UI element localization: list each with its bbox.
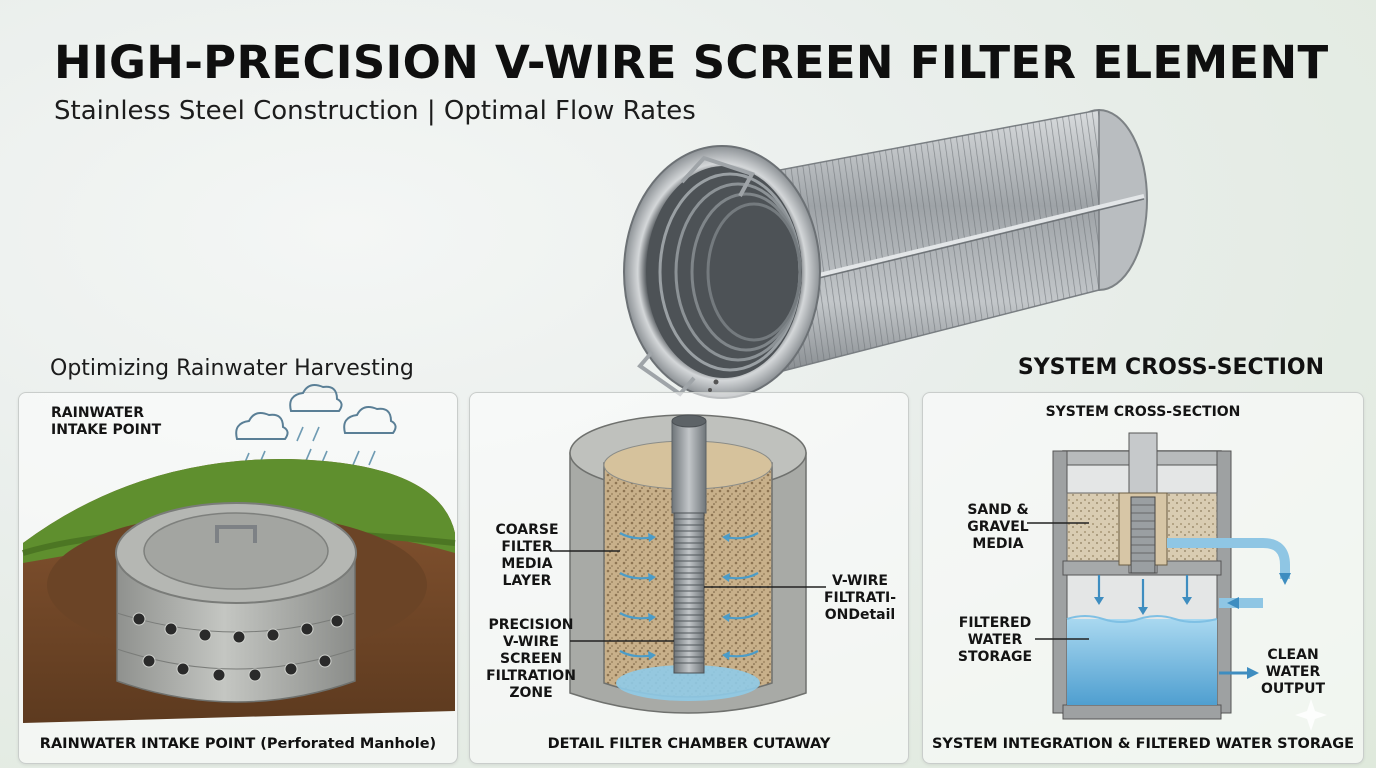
precision-line4: FILTRATION: [486, 668, 576, 684]
coarse-line2: FILTER: [501, 539, 553, 555]
sand-line3: MEDIA: [972, 536, 1024, 552]
panel-system-cross-section: SYSTEM CROSS-SECTION: [922, 392, 1364, 764]
system-panel-heading: SYSTEM CROSS-SECTION: [1045, 404, 1241, 420]
filter-chamber-cutaway: [550, 414, 826, 714]
section-heading-cross-section: SYSTEM CROSS-SECTION: [1017, 355, 1324, 380]
intake-label-line2: INTAKE POINT: [51, 422, 162, 438]
v-wire-screen-illustration: [623, 109, 1148, 399]
clean-output-label: CLEAN WATER OUTPUT: [1255, 647, 1331, 698]
vwire-line2: FILTRATI-: [823, 590, 897, 606]
sand-gravel-label: SAND & GRAVEL MEDIA: [953, 502, 1043, 553]
v-wire-detail-label: V-WIRE FILTRATI- ONDetail: [818, 573, 902, 624]
perforated-manhole-illustration: [22, 384, 456, 723]
page-title: HIGH-PRECISION V-WIRE SCREEN FILTER ELEM…: [54, 36, 1329, 89]
sparkle-icon: [1295, 699, 1327, 731]
coarse-line3: MEDIA: [501, 556, 553, 572]
sand-line1: SAND &: [967, 502, 1029, 518]
sand-line2: GRAVEL: [967, 519, 1029, 535]
filtered-line2: WATER: [967, 632, 1023, 648]
intake-label: RAINWATER INTAKE POINT: [51, 405, 161, 439]
precision-line1: PRECISION: [488, 617, 574, 633]
vwire-line1: V-WIRE: [832, 573, 888, 589]
system-cross-section-diagram: [1027, 432, 1327, 731]
precision-line3: SCREEN: [500, 651, 562, 667]
coarse-line1: COARSE: [495, 522, 559, 538]
coarse-line4: LAYER: [502, 573, 552, 589]
precision-line2: V-WIRE: [503, 634, 559, 650]
precision-line5: ZONE: [509, 685, 553, 701]
intake-caption: RAINWATER INTAKE POINT (Perforated Manho…: [39, 736, 437, 752]
section-heading-rainwater: Optimizing Rainwater Harvesting: [50, 356, 414, 381]
coarse-filter-label: COARSE FILTER MEDIA LAYER: [492, 522, 562, 590]
clean-line1: CLEAN: [1267, 647, 1319, 663]
intake-label-line1: RAINWATER: [51, 405, 144, 421]
system-caption: SYSTEM INTEGRATION & FILTERED WATER STOR…: [931, 736, 1355, 752]
vwire-line3: ONDetail: [824, 607, 896, 623]
panel-rainwater-intake: RAINWATER INTAKE POINT: [18, 384, 458, 764]
clean-line3: OUTPUT: [1261, 681, 1325, 697]
precision-screen-label: PRECISION V-WIRE SCREEN FILTRATION ZONE: [478, 617, 584, 702]
filtered-line1: FILTERED: [958, 615, 1032, 631]
filtered-storage-label: FILTERED WATER STORAGE: [947, 615, 1043, 666]
chamber-caption: DETAIL FILTER CHAMBER CUTAWAY: [547, 736, 831, 752]
page-subtitle: Stainless Steel Construction | Optimal F…: [54, 96, 696, 126]
filtered-line3: STORAGE: [957, 649, 1033, 665]
rain-cloud-icon: [235, 384, 397, 440]
clean-line2: WATER: [1265, 664, 1321, 680]
panel-filter-chamber: COARSE FILTER MEDIA LAYER PRECISION V-WI…: [469, 392, 909, 764]
